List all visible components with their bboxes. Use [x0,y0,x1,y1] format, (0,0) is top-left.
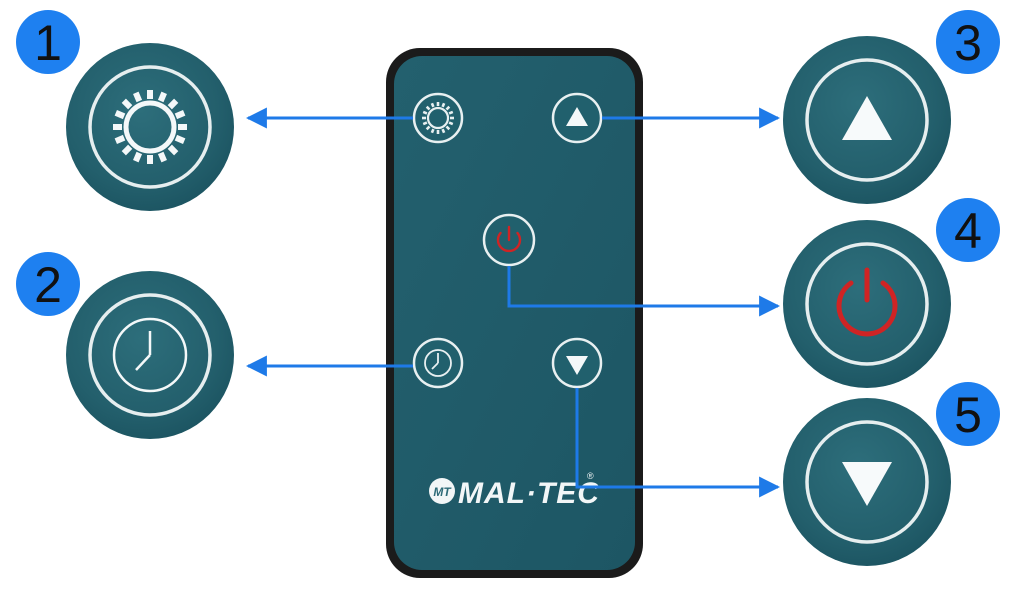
number-3: 3 [954,15,982,71]
remote-button-down[interactable] [551,337,603,389]
remote-button-power[interactable] [482,213,536,267]
remote-control: MT MAL·TEC ® [386,48,643,578]
brand-mark: MT [433,485,452,499]
gear-icon [422,102,454,134]
number-badge-5 [936,382,1000,446]
registered-mark: ® [587,471,594,481]
triangle-up-icon [566,107,588,126]
callout-5: 5 [783,382,1000,566]
remote-button-up[interactable] [551,92,603,144]
number-4: 4 [954,203,982,259]
remote-button-timer[interactable] [412,337,464,389]
clock-icon [424,349,452,377]
arrow-4 [507,266,781,317]
number-1: 1 [34,15,62,71]
number-badge-1 [16,10,80,74]
triangle-down-icon [566,356,588,375]
triangle-up-icon [842,96,892,140]
callout-1: 1 [16,10,234,211]
brand-name: MAL·TEC [458,477,600,510]
triangle-down-icon [842,462,892,506]
number-badge-3 [936,10,1000,74]
callout-4: 4 [783,198,1000,388]
number-2: 2 [34,257,62,313]
remote-button-settings[interactable] [412,92,464,144]
callout-arrows [245,107,781,498]
number-badge-4 [936,198,1000,262]
callout-2: 2 [16,252,234,439]
number-badge-2 [16,252,80,316]
callout-3: 3 [783,10,1000,204]
power-icon [836,267,898,337]
gear-icon [113,90,187,164]
power-icon [496,225,522,253]
arrow-5 [575,388,781,498]
clock-icon [112,317,188,393]
number-5: 5 [954,387,982,443]
remote-face [394,56,635,570]
